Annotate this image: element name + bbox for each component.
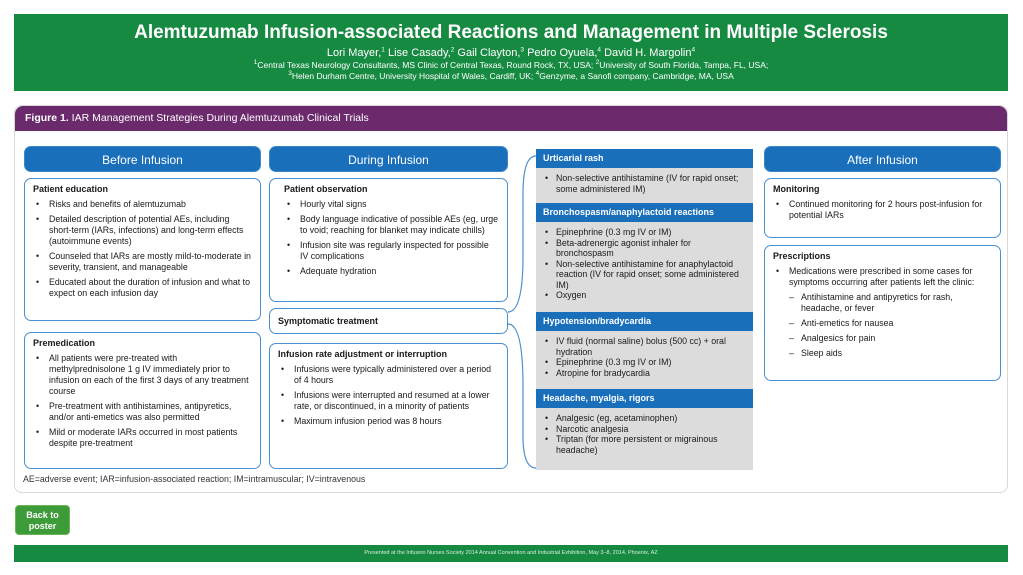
list-item: Narcotic analgesia [544,424,747,435]
list-item: Hourly vital signs [284,199,499,210]
list-item: Maximum infusion period was 8 hours [278,416,499,427]
patient-observation-box: Patient observation Hourly vital signs B… [269,178,508,302]
list-item: Epinephrine (0.3 mg IV or IM) [544,227,747,238]
figure-caption-bar: Figure 1. IAR Management Strategies Duri… [15,106,1007,131]
list-item: Infusions were interrupted and resumed a… [278,390,499,412]
list-item: Oxygen [544,290,747,301]
symptomatic-treatment-title: Symptomatic treatment [278,316,379,326]
prescriptions-box: Prescriptions Medications were prescribe… [764,245,1001,381]
prescriptions-title: Prescriptions [773,251,831,261]
list-item: Adequate hydration [284,266,499,277]
list-item: Continued monitoring for 2 hours post-in… [773,199,992,221]
list-item: Educated about the duration of infusion … [33,277,252,299]
list-item: Non-selective antihistamine for anaphyla… [544,259,747,291]
list-item: Non-selective antihistamine (IV for rapi… [544,173,747,194]
list-item: Atropine for bradycardia [544,368,747,379]
list-item: Analgesics for pain [773,333,992,344]
conference-footer: Presented at the Infusion Nurses Society… [14,545,1008,562]
before-infusion-heading: Before Infusion [24,146,261,172]
bronchospasm-heading: Bronchospasm/anaphylactoid reactions [536,203,753,222]
during-infusion-heading: During Infusion [269,146,508,172]
hypotension-heading: Hypotension/bradycardia [536,312,753,331]
list-item: Infusions were typically administered ov… [278,364,499,386]
list-item: Infusion site was regularly inspected fo… [284,240,499,262]
premedication-box: Premedication All patients were pre-trea… [24,332,261,469]
connector-lines [507,155,537,469]
list-item: Beta-adrenergic agonist inhaler for bron… [544,238,747,259]
infusion-rate-title: Infusion rate adjustment or interruption [278,349,448,359]
after-infusion-heading: After Infusion [764,146,1001,172]
monitoring-box: Monitoring Continued monitoring for 2 ho… [764,178,1001,238]
list-item: Epinephrine (0.3 mg IV or IM) [544,357,747,368]
affiliations-line-2: 3Helen Durham Centre, University Hospita… [288,70,734,81]
poster-title: Alemtuzumab Infusion-associated Reaction… [134,22,888,43]
author-list: Lori Mayer,1 Lise Casady,2 Gail Clayton,… [326,46,696,59]
poster-header: Alemtuzumab Infusion-associated Reaction… [14,14,1008,91]
infusion-rate-box: Infusion rate adjustment or interruption… [269,343,508,469]
urticarial-rash-heading: Urticarial rash [536,149,753,168]
list-item: All patients were pre-treated with methy… [33,353,252,397]
list-item: Triptan (for more persistent or migraino… [544,434,747,455]
list-item: Analgesic (eg, acetaminophen) [544,413,747,424]
list-item: Detailed description of potential AEs, i… [33,214,252,247]
list-item: Pre-treatment with antihistamines, antip… [33,401,252,423]
list-item: Risks and benefits of alemtuzumab [33,199,252,210]
list-item: Body language indicative of possible AEs… [284,214,499,236]
back-to-poster-button[interactable]: Back to poster [15,505,70,535]
abbreviations-footnote: AE=adverse event; IAR=infusion-associate… [23,474,366,484]
monitoring-title: Monitoring [773,184,820,194]
list-item: Mild or moderate IARs occurred in most p… [33,427,252,449]
premedication-title: Premedication [33,338,96,348]
symptom-management-panel: Urticarial rash Non-selective antihistam… [536,149,753,470]
list-item: Antihistamine and antipyretics for rash,… [773,292,992,314]
list-item: Anti-emetics for nausea [773,318,992,329]
affiliations-line-1: 1Central Texas Neurology Consultants, MS… [253,59,769,70]
list-item: Medications were prescribed in some case… [773,266,992,288]
patient-education-box: Patient education Risks and benefits of … [24,178,261,321]
headache-heading: Headache, myalgia, rigors [536,389,753,408]
patient-education-title: Patient education [33,184,109,194]
list-item: Sleep aids [773,348,992,359]
list-item: Counseled that IARs are mostly mild-to-m… [33,251,252,273]
figure-panel: Figure 1. IAR Management Strategies Duri… [14,105,1008,493]
list-item: IV fluid (normal saline) bolus (500 cc) … [544,336,747,357]
patient-observation-title: Patient observation [284,184,368,194]
symptomatic-treatment-box: Symptomatic treatment [269,308,508,334]
